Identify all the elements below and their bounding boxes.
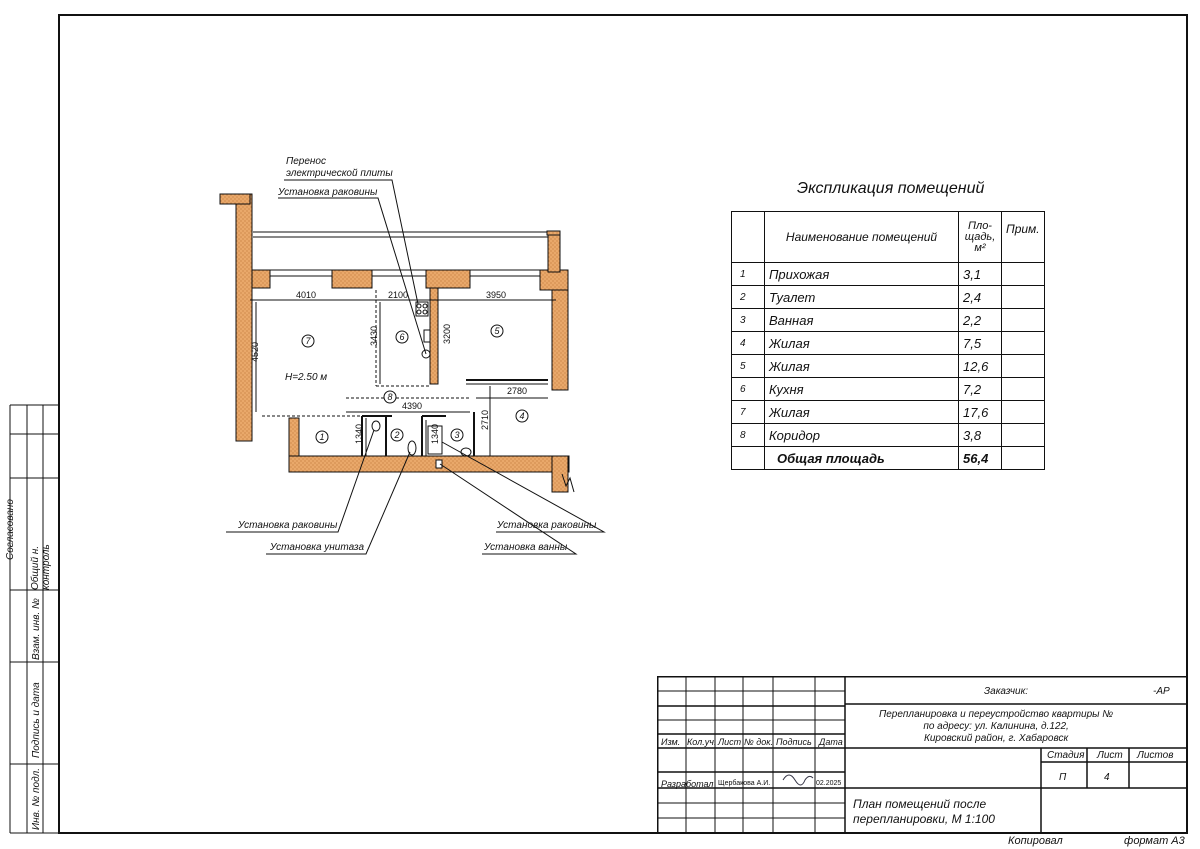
dim-4520: 4520: [250, 342, 260, 362]
table-total-row: Общая площадь 56,4: [731, 446, 1045, 470]
dim-4010: 4010: [296, 290, 316, 300]
margin-grid: [9, 404, 58, 834]
total-label: Общая площадь: [764, 446, 959, 470]
footer-copied: Копировал: [1008, 835, 1063, 847]
callout-bath: Установка ванны: [484, 542, 568, 553]
callout-sink-right: Установка раковины: [497, 520, 597, 531]
developer-date: 02.2025: [816, 780, 842, 787]
header-area: Пло- щадь, м²: [958, 211, 1002, 263]
dim-3950: 3950: [486, 290, 506, 300]
col-list: Лист: [718, 737, 742, 747]
project-code: -АР: [1153, 686, 1170, 697]
col-date: Дата: [819, 737, 843, 747]
col-sign: Подпись: [776, 737, 812, 747]
header-name: Наименование помещений: [764, 211, 959, 263]
col-izm: Изм.: [661, 737, 681, 747]
drawing-title: План помещений после перепланировки, М 1…: [853, 797, 995, 826]
stamp-grid: [657, 676, 1188, 834]
room-2-number: 2: [393, 430, 399, 440]
callout-sink-top: Установка раковины: [278, 187, 378, 198]
dim-2780: 2780: [507, 386, 527, 396]
dim-2100: 2100: [388, 290, 408, 300]
customer-label: Заказчик:: [984, 686, 1029, 697]
stage-value: П: [1059, 772, 1067, 783]
stage-header: Стадия: [1047, 750, 1085, 761]
margin-sign-date: Подпись и дата: [31, 682, 42, 758]
developer-label: Разработал: [661, 779, 714, 789]
room-6-number: 6: [399, 332, 404, 342]
room-1-number: 1: [319, 432, 324, 442]
sheet-value: 4: [1104, 772, 1110, 783]
dim-2710: 2710: [480, 410, 490, 430]
total-value: 56,4: [958, 446, 1002, 470]
developer-name: Щербакова А.И.: [718, 780, 771, 787]
dim-3200: 3200: [442, 324, 452, 344]
dim-1340-b: 1340: [430, 424, 440, 444]
floor-plan: 7 6 5 8 1 2 3 4 4010 2100 3950 2780 4390…: [219, 179, 606, 555]
footer-format: формат А3: [1124, 835, 1185, 847]
project-title: Перепланировка и переустройство квартиры…: [879, 709, 1114, 744]
col-ndoc: № док.: [744, 737, 773, 747]
sheet-header: Лист: [1097, 750, 1123, 761]
explication-title: Экспликация помещений: [797, 180, 985, 197]
ceiling-height: H=2.50 м: [285, 372, 327, 383]
room-4-number: 4: [519, 411, 524, 421]
room-5-number: 5: [494, 326, 500, 336]
header-note: Прим.: [1001, 211, 1045, 263]
explication-table: Наименование помещений Пло- щадь, м² При…: [731, 211, 1045, 470]
callout-toilet: Установка унитаза: [270, 542, 365, 553]
room-3-number: 3: [454, 430, 459, 440]
callout-sink-left: Установка раковины: [238, 520, 338, 531]
margin-inv-replace: Взам. инв. №: [31, 598, 42, 660]
room-8-number: 8: [387, 392, 392, 402]
signature: [782, 774, 814, 786]
drawing-frame: [58, 14, 1188, 834]
margin-inv-orig: Инв. № подл.: [31, 767, 42, 830]
callout-stove: Перенос электрической плиты: [286, 156, 393, 179]
sheets-header: Листов: [1137, 750, 1174, 761]
dim-3430: 3430: [369, 326, 379, 346]
dim-1340-a: 1340: [354, 424, 364, 444]
col-kol: Кол.уч.: [687, 737, 717, 747]
room-7-number: 7: [305, 336, 311, 346]
dim-4390: 4390: [402, 401, 422, 411]
